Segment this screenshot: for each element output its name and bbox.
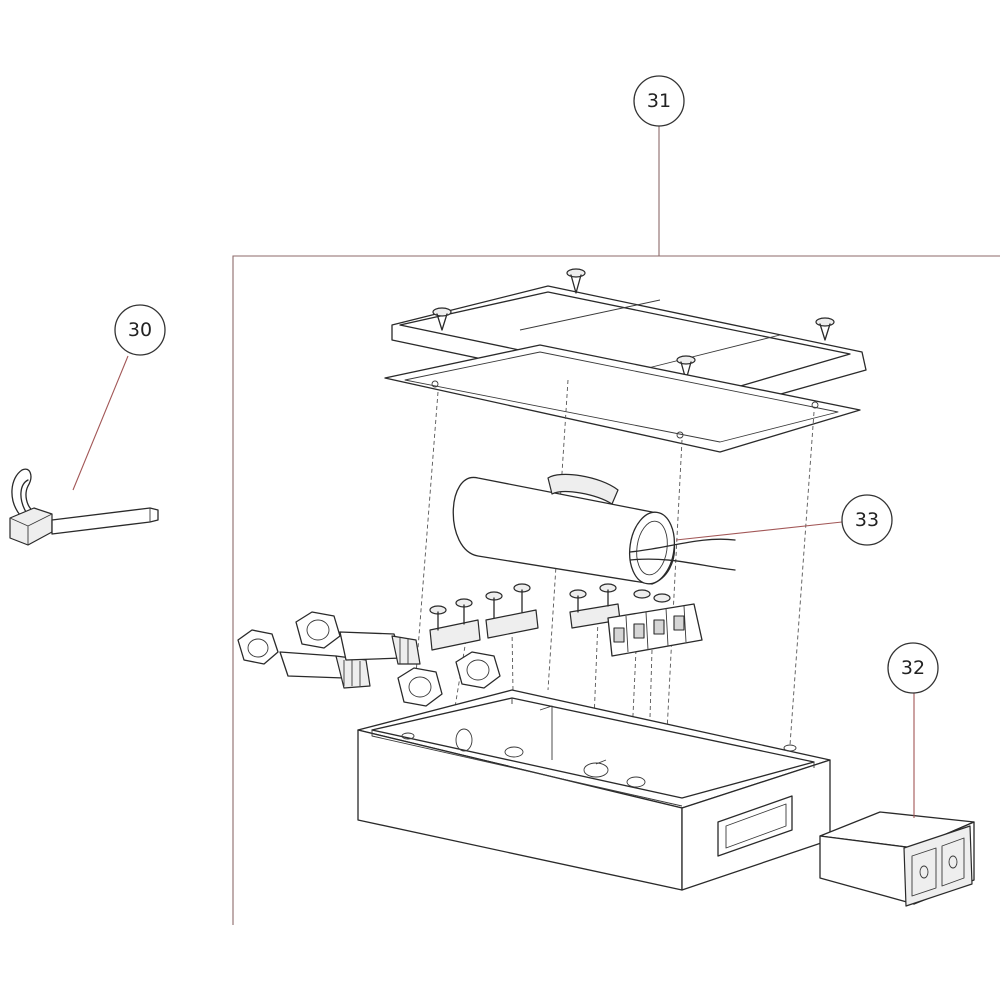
- callout-32-label: 32: [901, 657, 925, 679]
- clamp-2: [485, 583, 539, 639]
- callout-31: 31: [633, 75, 685, 127]
- callout-32: 32: [887, 642, 939, 694]
- gland-nut-2: [295, 611, 341, 649]
- part-enclosure-box: [357, 689, 831, 891]
- part-cable-glands: [237, 611, 501, 707]
- assembly-31-frame: [232, 126, 1000, 925]
- callout-31-label: 31: [647, 90, 671, 112]
- gland-nut-1: [237, 629, 279, 665]
- clamp-1: [429, 598, 481, 651]
- gland-nut-4: [455, 651, 501, 689]
- part-lid: [391, 268, 867, 411]
- lid-screw-1: [432, 307, 452, 331]
- lid-screw-3: [815, 317, 835, 341]
- callout-30-label: 30: [128, 319, 152, 341]
- callout-33: 33: [841, 494, 893, 546]
- gland-body-2: [339, 631, 421, 665]
- part-gasket: [384, 344, 861, 453]
- part-33-capacitor: [452, 473, 736, 585]
- callout-30: 30: [114, 304, 166, 356]
- callout-33-label: 33: [855, 509, 879, 531]
- part-terminal-clamps: [429, 583, 621, 651]
- gland-body-1: [279, 651, 371, 689]
- leader-lines: [72, 355, 915, 818]
- clamp-3: [569, 583, 621, 629]
- lid-screw-2: [566, 268, 586, 294]
- part-30-sensor-cable: [9, 468, 159, 546]
- gland-nut-3: [397, 667, 443, 707]
- part-32-module: [819, 811, 975, 907]
- part-terminal-block: [607, 589, 703, 657]
